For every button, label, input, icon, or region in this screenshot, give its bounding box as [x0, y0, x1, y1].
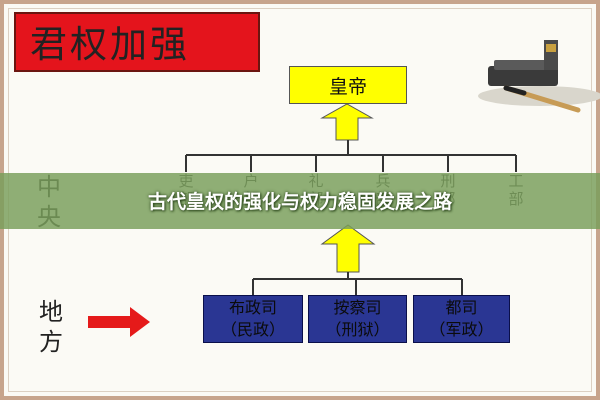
emperor-box: 皇帝	[289, 66, 407, 104]
local-office-box: 都司 （军政）	[413, 295, 510, 343]
office-name: 布政司	[228, 298, 277, 317]
caption-banner	[0, 173, 600, 229]
local-office-box: 布政司 （民政）	[203, 295, 303, 343]
local-label: 地 方	[39, 298, 63, 356]
office-role: （刑狱）	[325, 320, 390, 339]
local-office-box: 按察司 （刑狱）	[308, 295, 407, 343]
office-role: （军政）	[429, 320, 494, 339]
ink-block	[488, 66, 558, 86]
central-connector-lines	[185, 140, 517, 172]
emperor-label: 皇帝	[328, 75, 367, 98]
slide-title: 君权加强	[30, 23, 190, 66]
office-role: （民政）	[220, 320, 285, 339]
office-name: 都司	[445, 298, 478, 317]
caption-text: 古代皇权的强化与权力稳固发展之路	[147, 191, 452, 213]
local-connector-lines	[252, 272, 463, 296]
title-box	[14, 12, 260, 72]
office-name: 按察司	[333, 298, 382, 317]
red-arrow-local	[88, 307, 150, 337]
up-arrow-to-emperor	[320, 103, 374, 141]
up-arrow-to-central	[320, 224, 376, 273]
